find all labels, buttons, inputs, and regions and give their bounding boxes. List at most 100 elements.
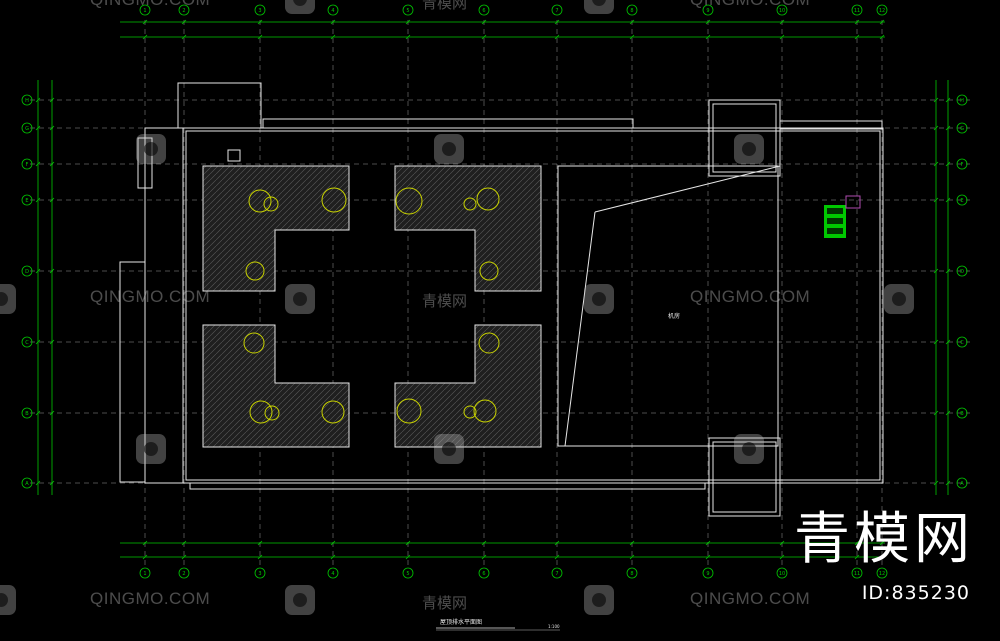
axis-letter: H — [25, 98, 29, 104]
axis-letter: E — [960, 198, 963, 204]
dimension-tick — [945, 339, 951, 345]
dimension-tick — [554, 19, 560, 25]
watermark-cn: 青模网 — [422, 0, 468, 12]
axis-letter: A — [960, 481, 964, 487]
watermark-cn: 青模网 — [422, 292, 468, 310]
axis-number: 10 — [779, 8, 785, 14]
axis-letter: C — [960, 340, 964, 346]
dimension-tick — [481, 19, 487, 25]
dimension-tick — [933, 197, 939, 203]
dimension-tick — [181, 19, 187, 25]
dimension-tick — [257, 34, 263, 40]
axis-bubble: 1 — [139, 567, 151, 579]
dimension-tick — [945, 197, 951, 203]
axis-bubble: B — [956, 407, 968, 419]
axis-bubble: 7 — [551, 4, 563, 16]
dimension-tick — [945, 125, 951, 131]
axis-letter: H — [960, 98, 964, 104]
axis-number: 11 — [854, 571, 860, 577]
axis-bubble: F — [21, 158, 33, 170]
watermark-logo-icon — [136, 434, 166, 464]
axis-number: 1 — [143, 571, 146, 577]
axis-bubble: B — [21, 407, 33, 419]
dimension-tick — [49, 161, 55, 167]
dimension-tick — [330, 540, 336, 546]
axis-bubble: 10 — [776, 4, 788, 16]
dimension-tick — [933, 480, 939, 486]
axis-bubble: C — [956, 336, 968, 348]
dimension-tick — [779, 540, 785, 546]
axis-number: 8 — [630, 571, 633, 577]
dimension-tick — [481, 554, 487, 560]
dimension-tick — [945, 480, 951, 486]
dimension-lines — [35, 19, 951, 560]
dimension-tick — [405, 554, 411, 560]
dimension-tick — [481, 34, 487, 40]
axis-bubble: H — [956, 94, 968, 106]
axis-bubble: H — [21, 94, 33, 106]
dimension-tick — [933, 97, 939, 103]
dimension-tick — [142, 34, 148, 40]
dimension-tick — [142, 554, 148, 560]
dimension-tick — [35, 161, 41, 167]
dimension-tick — [554, 34, 560, 40]
dimension-tick — [330, 19, 336, 25]
axis-bubble: 9 — [702, 567, 714, 579]
dimension-tick — [705, 19, 711, 25]
building-outline — [119, 82, 884, 517]
watermark-logo-icon — [0, 585, 16, 615]
watermark-logo-icon — [0, 284, 16, 314]
dimension-tick — [933, 410, 939, 416]
image-id: ID:835230 — [861, 582, 970, 604]
dimension-tick — [879, 554, 885, 560]
watermark-text: QINGMO.COM — [690, 287, 811, 306]
axis-bubble: 9 — [702, 4, 714, 16]
axis-bubble: F — [956, 158, 968, 170]
axis-number: 6 — [482, 571, 485, 577]
axis-number: 9 — [706, 571, 709, 577]
dimension-tick — [35, 339, 41, 345]
axis-bubble: 5 — [402, 4, 414, 16]
dimension-tick — [49, 410, 55, 416]
axis-bubble: A — [21, 477, 33, 489]
axis-number: 5 — [406, 8, 409, 14]
watermark-text: QINGMO.COM — [90, 287, 211, 306]
axis-bubble: 2 — [178, 4, 190, 16]
axis-bubble: 6 — [478, 567, 490, 579]
dimension-tick — [933, 161, 939, 167]
dimension-tick — [854, 540, 860, 546]
axis-letter: B — [960, 411, 964, 417]
axis-number: 2 — [182, 571, 185, 577]
dimension-tick — [854, 19, 860, 25]
axis-bubble: 12 — [876, 4, 888, 16]
watermark-text: QINGMO.COM — [90, 589, 211, 608]
dimension-tick — [142, 19, 148, 25]
axis-number: 4 — [331, 571, 334, 577]
dimension-tick — [181, 34, 187, 40]
dimension-tick — [879, 19, 885, 25]
dimension-tick — [49, 268, 55, 274]
dimension-tick — [705, 540, 711, 546]
axis-number: 6 — [482, 8, 485, 14]
axis-letter: D — [960, 269, 964, 275]
axis-bubble: 8 — [626, 567, 638, 579]
dimension-tick — [705, 34, 711, 40]
brand-logo: 青模网 — [794, 507, 974, 572]
watermark-logo-icon — [584, 585, 614, 615]
axis-bubble: 5 — [402, 567, 414, 579]
axis-bubble: E — [21, 194, 33, 206]
axis-number: 8 — [630, 8, 633, 14]
watermark-logo-icon — [136, 134, 166, 164]
axis-bubble: 3 — [254, 567, 266, 579]
axis-bubble: A — [956, 477, 968, 489]
axis-number: 11 — [854, 8, 860, 14]
axis-number: 2 — [182, 8, 185, 14]
dimension-tick — [554, 540, 560, 546]
dimension-tick — [35, 410, 41, 416]
watermark-cn: 青模网 — [422, 594, 468, 612]
watermark-logo-icon — [285, 284, 315, 314]
axis-bubble: 1 — [139, 4, 151, 16]
dimension-tick — [181, 554, 187, 560]
axis-letter: B — [25, 411, 29, 417]
